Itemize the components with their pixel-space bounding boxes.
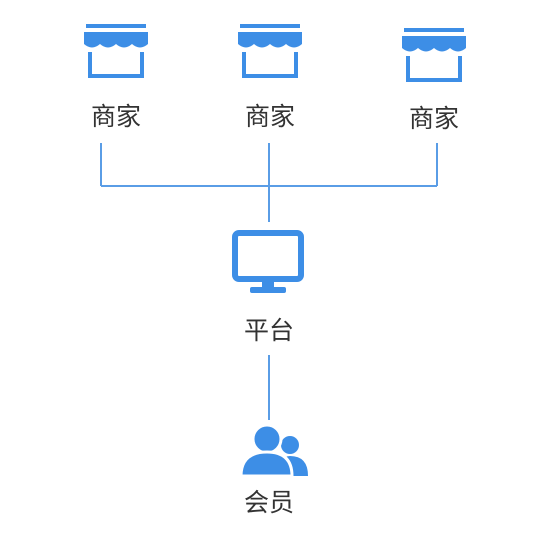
merchant-label-3: 商家	[408, 104, 459, 133]
platform-label: 平台	[243, 316, 294, 345]
storefront-icon	[402, 28, 466, 82]
monitor-icon	[232, 230, 304, 293]
merchant-label-2: 商家	[244, 102, 295, 131]
member-label: 会员	[243, 488, 294, 517]
users-icon	[240, 424, 308, 476]
storefront-icon	[84, 24, 148, 78]
merchant-label-1: 商家	[90, 102, 141, 131]
storefront-icon	[238, 24, 302, 78]
